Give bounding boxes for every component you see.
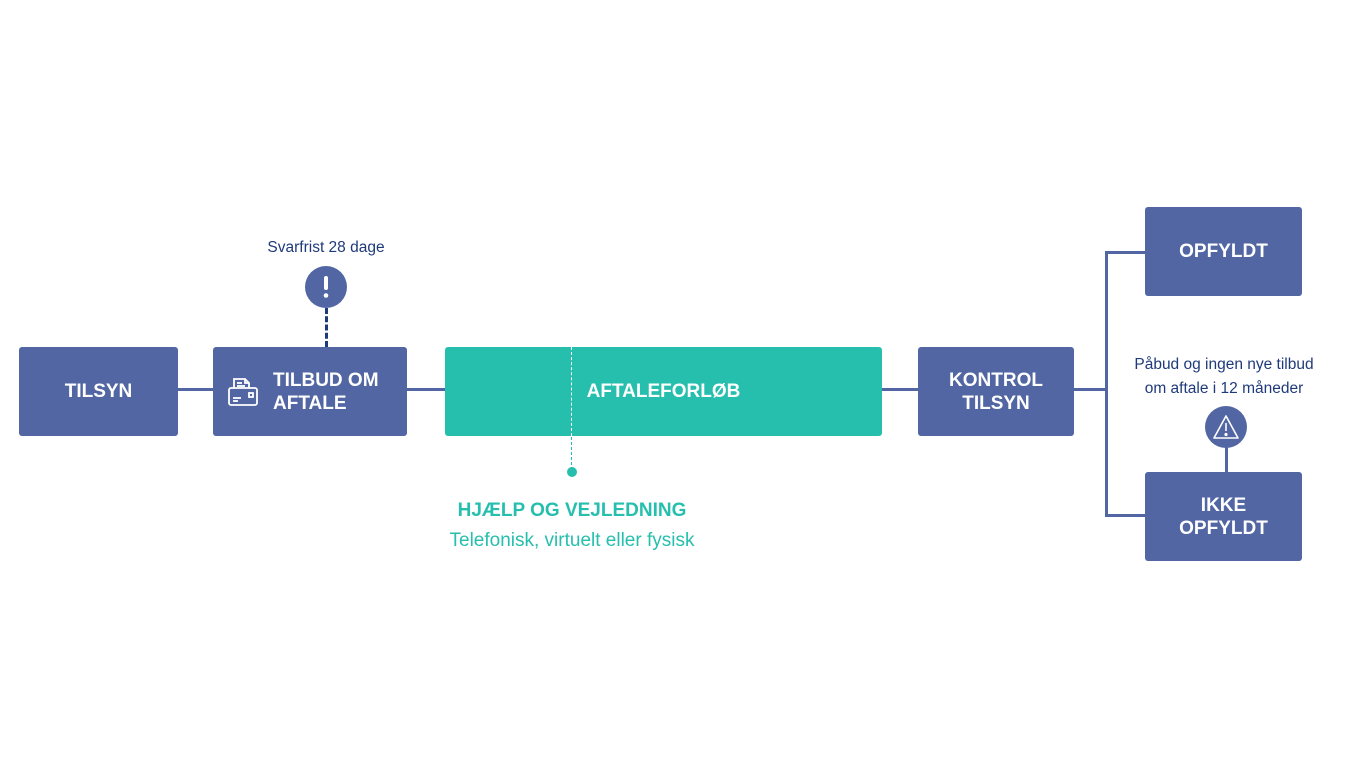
node-label-line1: IKKE (1200, 494, 1247, 516)
branch-opfyldt (1105, 251, 1145, 254)
warning-note-line1: Påbud og ingen nye tilbud (1134, 356, 1314, 373)
node-tilsyn: TILSYN (19, 347, 178, 436)
warning-note: Påbud og ingen nye tilbud om aftale i 12… (1104, 353, 1344, 401)
aftale-divider (571, 347, 572, 436)
node-label-line1: TILBUD OM (273, 369, 379, 391)
branch-ikke-opfyldt (1105, 514, 1145, 517)
document-card-icon (227, 376, 259, 408)
deadline-connector (325, 308, 328, 347)
node-label: TILSYN (64, 381, 133, 402)
help-subtitle: Telefonisk, virtuelt eller fysisk (449, 530, 695, 551)
node-opfyldt: OPFYLDT (1145, 207, 1302, 296)
help-title: HJÆLP OG VEJLEDNING (457, 500, 687, 521)
node-kontrol-tilsyn: KONTROL TILSYN (918, 347, 1074, 436)
node-tilbud-om-aftale: TILBUD OM AFTALE (213, 347, 407, 436)
help-dot (567, 467, 577, 477)
node-aftaleforloeb: AFTALEFORLØB (445, 347, 882, 436)
node-label: OPFYLDT (1179, 241, 1268, 262)
node-label-line2: OPFYLDT (1179, 517, 1268, 539)
connector-tilsyn-tilbud (178, 388, 213, 391)
warning-triangle-icon (1205, 406, 1247, 448)
node-label-line2: AFTALE (273, 392, 347, 414)
deadline-note: Svarfrist 28 dage (267, 239, 385, 256)
warning-connector (1225, 447, 1228, 472)
node-label-line1: KONTROL (949, 369, 1043, 391)
connector-kontrol-branch (1074, 388, 1107, 391)
connector-aftale-kontrol (882, 388, 918, 391)
connector-tilbud-aftale (407, 388, 445, 391)
exclamation-icon (305, 266, 347, 308)
warning-note-line2: om aftale i 12 måneder (1144, 380, 1304, 397)
branch-vertical (1105, 251, 1108, 517)
node-label-line2: TILSYN (962, 392, 1030, 414)
node-ikke-opfyldt: IKKE OPFYLDT (1145, 472, 1302, 561)
node-label: AFTALEFORLØB (586, 381, 741, 402)
